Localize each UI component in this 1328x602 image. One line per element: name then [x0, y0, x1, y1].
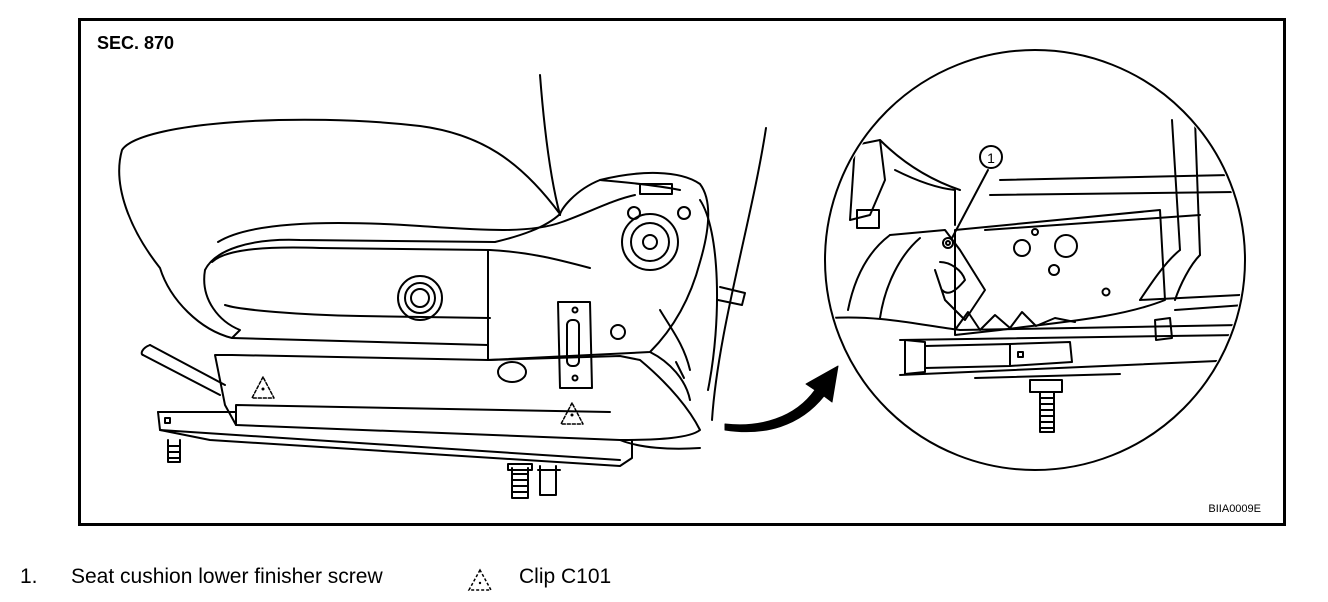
- seat-rail: [157, 411, 633, 499]
- callout-number: 1: [987, 150, 995, 166]
- zoom-arrow: [724, 365, 839, 433]
- image-code: BIIA0009E: [1208, 503, 1261, 515]
- lower-finisher: [214, 354, 701, 450]
- legend-item-text: Seat cushion lower finisher screw: [71, 565, 383, 588]
- seat-knob: [397, 275, 443, 321]
- clip-marker-dots: [261, 387, 574, 417]
- recliner-mechanism: [140, 171, 746, 401]
- detail-view: [824, 49, 1246, 471]
- legend-item-number: 1.: [20, 565, 38, 588]
- diagram-frame: SEC. 870 BIIA0009E: [78, 18, 1286, 526]
- legend-clip-text: Clip C101: [519, 565, 612, 588]
- seat-cushion: [118, 74, 767, 421]
- triangle-icon: [467, 568, 493, 591]
- section-label: SEC. 870: [97, 33, 175, 53]
- clip-triangle-icon: [251, 376, 584, 425]
